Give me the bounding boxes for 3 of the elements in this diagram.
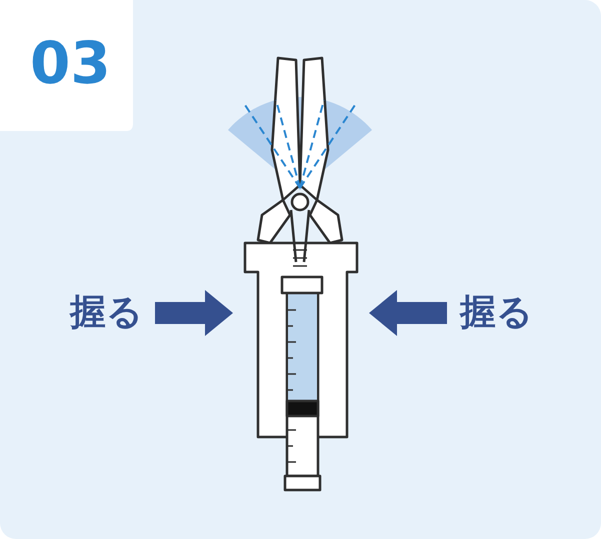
action-label: 握る <box>460 295 533 331</box>
action-label: 握る <box>70 295 143 331</box>
step-number: 03 <box>30 34 111 92</box>
